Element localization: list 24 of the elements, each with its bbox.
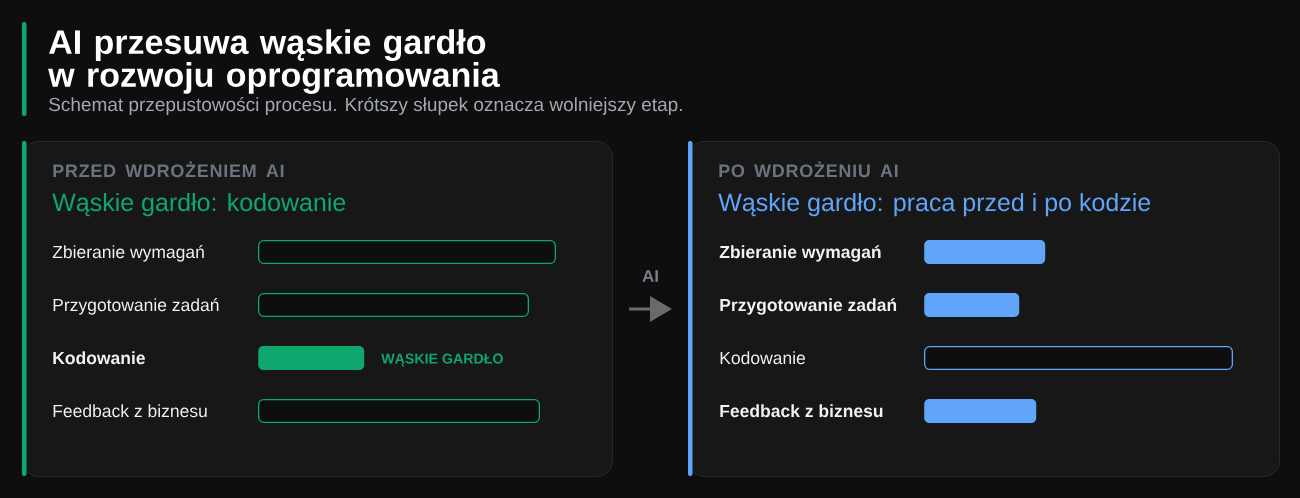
row-label: Przygotowanie zadań	[53, 298, 219, 315]
panel-label: PRZED WDROŻENIEM AI	[53, 161, 284, 178]
row-label: Zbieranie wymagań	[52, 245, 204, 262]
panel-title: Wąskie gardło: praca przed i po kodzie	[718, 192, 1151, 217]
note-label: WĄSKIE GARDŁO	[381, 353, 503, 367]
bar	[258, 346, 365, 370]
bar	[258, 293, 529, 317]
bar	[924, 399, 1037, 423]
edge-label: AI	[640, 268, 661, 284]
subtitle: Schemat przepustowości procesu. Krótszy słupek oznacza wolniejszy etap.	[49, 97, 682, 115]
panel-title: Wąskie gardło: kodowanie	[52, 192, 346, 217]
title: AI przesuwa wąskie gardło w rozwoju oprogramowania	[48, 29, 500, 94]
row-label: Feedback z biznesu	[720, 404, 883, 418]
bar	[924, 240, 1046, 264]
row-label: Przygotowanie zadań	[720, 298, 897, 315]
bar	[258, 240, 556, 264]
row-label: Zbieranie wymagań	[719, 245, 881, 262]
bar	[258, 399, 540, 423]
row-label: Kodowanie	[53, 351, 145, 365]
row-label: Feedback z biznesu	[53, 404, 207, 418]
bar	[924, 346, 1233, 370]
panel-label: PO WDROŻENIU AI	[719, 161, 898, 178]
row-label: Kodowanie	[720, 351, 805, 365]
bar	[924, 293, 1020, 317]
